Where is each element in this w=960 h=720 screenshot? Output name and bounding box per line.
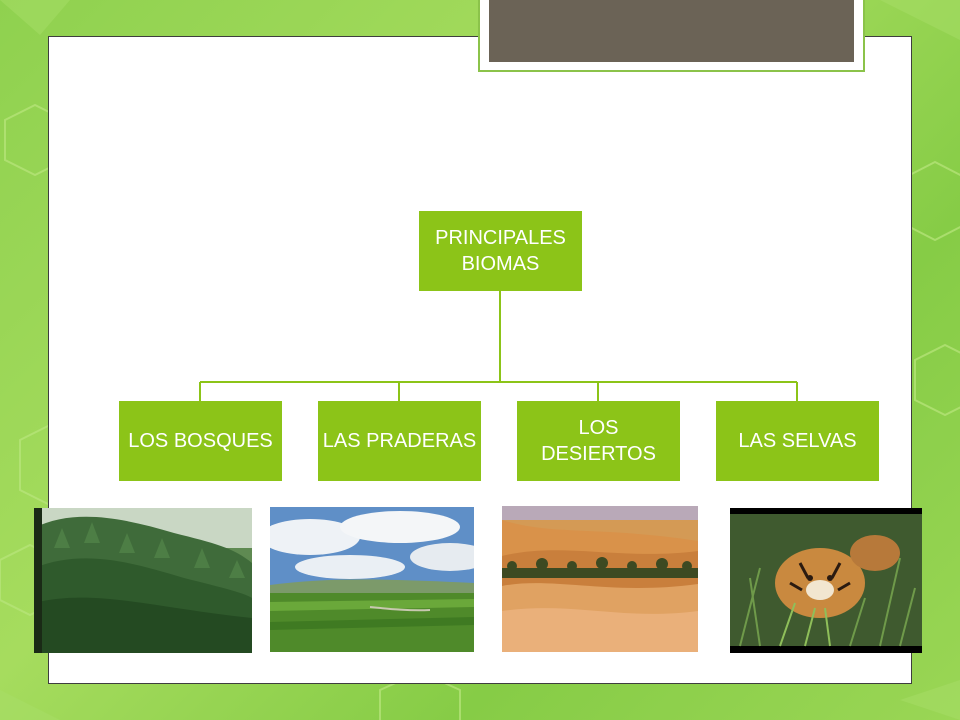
forest-photo: [34, 508, 252, 653]
node-las-selvas: LAS SELVAS: [716, 401, 879, 481]
node-los-desiertos: LOS DESIERTOS: [517, 401, 680, 481]
grassland-photo: [270, 507, 474, 652]
title-placeholder-box: [489, 0, 854, 62]
node-los-bosques: LOS BOSQUES: [119, 401, 282, 481]
tiger-jungle-photo: [730, 508, 922, 653]
title-placeholder-frame: [478, 0, 865, 72]
node-child-label: LAS PRADERAS: [322, 430, 477, 452]
node-child-label: LOS BOSQUES: [128, 430, 273, 452]
node-child-label: LAS SELVAS: [738, 430, 857, 452]
node-principales-biomas: PRINCIPALES BIOMAS: [419, 211, 582, 291]
node-root-label: PRINCIPALES BIOMAS: [435, 227, 566, 275]
desert-photo: [502, 506, 698, 652]
node-las-praderas: LAS PRADERAS: [318, 401, 481, 481]
node-child-label: LOS DESIERTOS: [541, 417, 656, 465]
